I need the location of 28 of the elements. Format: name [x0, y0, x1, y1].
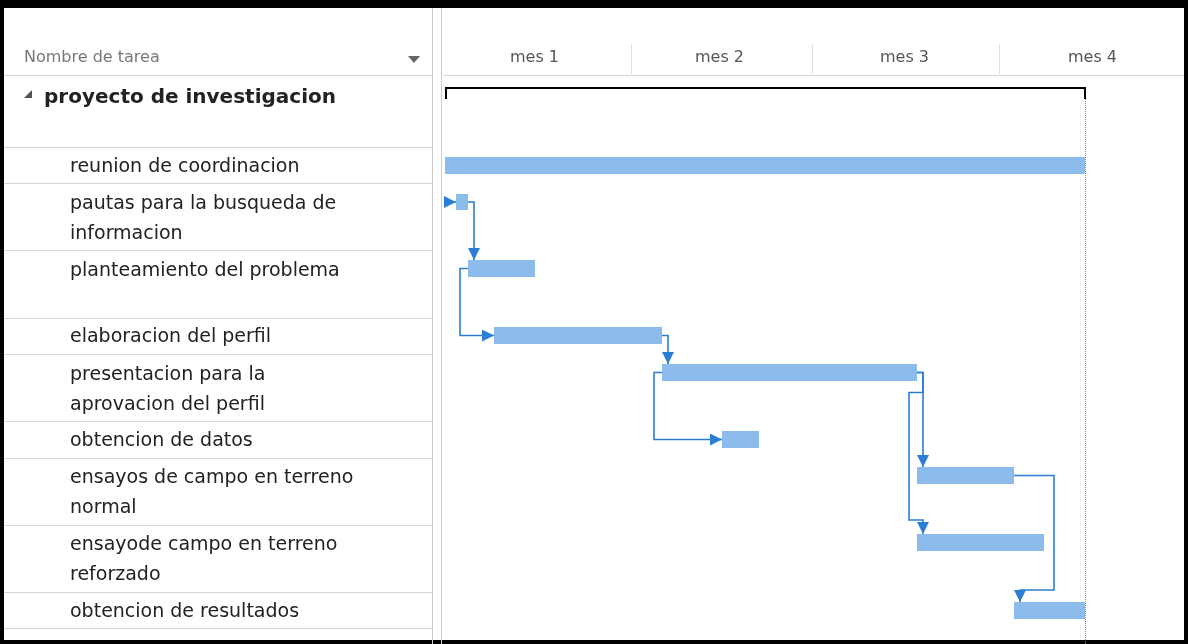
summary-bar [445, 87, 1086, 99]
dependency-arrow [661, 334, 674, 365]
task-name: reunion de coordinacion [70, 153, 300, 178]
task-bar [445, 157, 1085, 174]
task-bar [662, 364, 917, 381]
task-name: planteamiento del problema [70, 257, 340, 282]
task-bar [722, 431, 759, 448]
dependency-arrow [653, 371, 723, 446]
timescale-label: mes 1 [510, 46, 560, 68]
dependency-arrow [1013, 474, 1055, 603]
timescale-label: mes 4 [1068, 46, 1118, 68]
dependency-arrow [459, 267, 495, 342]
timescale-label: mes 2 [695, 46, 745, 68]
task-name: obtencion de datos [70, 427, 253, 452]
task-bar [456, 194, 468, 210]
dependency-arrow [908, 371, 929, 535]
task-bar [917, 534, 1044, 551]
task-name: elaboracion del perfil [70, 323, 272, 348]
task-bar [494, 327, 662, 344]
summary-task-name: proyecto de investigacion [44, 83, 336, 110]
dependency-arrow [467, 201, 480, 261]
task-bar [917, 467, 1014, 484]
timescale-label: mes 3 [880, 46, 930, 68]
dependency-arrow [444, 196, 457, 208]
task-bar [468, 260, 535, 277]
task-name: obtencion de resultados [70, 598, 300, 623]
column-header: Nombre de tarea [24, 46, 160, 68]
task-bar [1014, 602, 1085, 619]
